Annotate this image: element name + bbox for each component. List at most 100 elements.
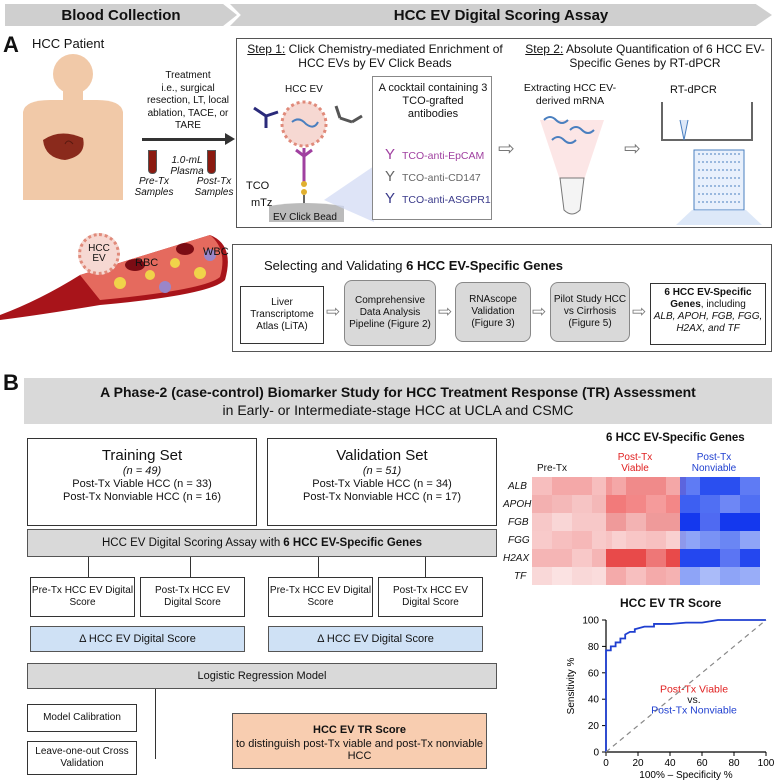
heatmap-gene-apoh: APOH xyxy=(503,499,532,510)
heatmap-gene-h2ax: H2AX xyxy=(503,553,530,564)
heatmap-cell xyxy=(606,513,626,531)
roc-x-tick-label: 40 xyxy=(664,758,676,769)
cocktail-box xyxy=(372,76,492,220)
heatmap-cell xyxy=(700,495,720,513)
heatmap-cell xyxy=(646,531,666,549)
heatmap-cell xyxy=(626,495,646,513)
ev-click-bead-label: EV Click Bead xyxy=(273,212,337,223)
tr-score-subtitle: to distinguish post-Tx viable and post-T… xyxy=(235,738,484,762)
roc-x-label: 100% – Specificity % xyxy=(639,770,732,780)
mtz-label: mTz xyxy=(251,197,273,209)
val-delta-label: Δ HCC EV Digital Score xyxy=(317,633,434,645)
heatmap-cell xyxy=(740,549,760,567)
assay-header: HCC EV Digital Scoring Assay xyxy=(230,4,772,26)
val-post-score-label: Post-Tx HCC EV Digital Score xyxy=(392,585,468,608)
flow-lita: Liver Transcriptome Atlas (LiTA) xyxy=(240,286,324,344)
flow-rnascope: RNAscope Validation (Figure 3) xyxy=(455,282,531,342)
roc-x-tick-label: 80 xyxy=(728,758,740,769)
training-nonviable: Post-Tx Nonviable HCC (n = 16) xyxy=(62,491,222,504)
hcc-ev-label: HCC EV xyxy=(285,84,323,95)
heatmap-grid xyxy=(532,477,760,585)
train-post-score: Post-Tx HCC EV Digital Score xyxy=(140,577,245,617)
patient-label: HCC Patient xyxy=(32,36,105,51)
step1-prefix: Step 1: xyxy=(247,42,286,56)
val-delta-score: Δ HCC EV Digital Score xyxy=(268,626,483,652)
tr-score-box: HCC EV TR Score to distinguish post-Tx v… xyxy=(232,713,487,769)
heatmap-cell xyxy=(532,567,552,585)
train-delta-score: Δ HCC EV Digital Score xyxy=(30,626,245,652)
train-pre-score: Pre-Tx HCC EV Digital Score xyxy=(30,577,135,617)
heatmap-cell xyxy=(646,513,666,531)
heatmap-cell xyxy=(532,513,552,531)
heatmap-cell xyxy=(532,549,552,567)
heatmap-cell xyxy=(680,549,700,567)
heatmap-cell xyxy=(532,477,552,495)
treatment-label: Treatment i.e., surgical resection, LT, … xyxy=(146,70,230,131)
heatmap-gene-fgg: FGG xyxy=(508,535,530,546)
step2-title: Step 2: Absolute Quantification of 6 HCC… xyxy=(518,42,772,71)
assay-bar: HCC EV Digital Scoring Assay with 6 HCC … xyxy=(27,529,497,557)
training-n: (n = 49) xyxy=(122,465,162,477)
rtdpcr-label: RT-dPCR xyxy=(670,84,717,96)
flow-genes-list: ALB, APOH, FGB, FGG, H2AX, and TF xyxy=(653,311,763,334)
wbc-label: WBC xyxy=(203,246,229,258)
treatment-arrow xyxy=(142,138,227,141)
connector-assay-left xyxy=(88,557,89,577)
heatmap-cell xyxy=(680,567,700,585)
training-viable: Post-Tx Viable HCC (n = 33) xyxy=(72,478,212,491)
logistic-label: Logistic Regression Model xyxy=(197,670,327,682)
step2-text: Absolute Quantification of 6 HCC EV-Spec… xyxy=(563,42,765,71)
step-arrow-1: ⇨ xyxy=(498,138,515,160)
flow-pilot-label: Pilot Study HCC vs Cirrhosis (Figure 5) xyxy=(553,294,627,329)
rbc-label: RBC xyxy=(135,257,159,269)
heatmap-cell xyxy=(626,531,646,549)
loocv-label: Leave-one-out Cross Validation xyxy=(35,746,129,769)
heatmap-cell xyxy=(572,549,592,567)
plasma-label: 1.0-mL Plasma xyxy=(170,155,204,177)
roc-y-tick-label: 100 xyxy=(582,616,599,627)
heatmap-gene-alb: ALB xyxy=(508,481,527,492)
roc-x-tick-label: 20 xyxy=(632,758,644,769)
assay-bar-b: 6 HCC EV-Specific Genes xyxy=(283,537,422,549)
model-calibration-box: Model Calibration xyxy=(27,704,137,732)
step-arrow-2: ⇨ xyxy=(624,138,641,160)
heatmap-cell xyxy=(552,495,572,513)
heatmap-cell xyxy=(552,513,572,531)
flow-genes: 6 HCC EV-Specific Genes, including ALB, … xyxy=(650,283,766,345)
connector-assay-right2 xyxy=(425,557,426,577)
heatmap-cell xyxy=(680,477,700,495)
validation-n: (n = 51) xyxy=(362,465,402,477)
treatment-arrowhead xyxy=(225,133,235,145)
roc-x-tick-label: 0 xyxy=(603,758,609,769)
heatmap-group-nonviable: Post-Tx Nonviable xyxy=(691,452,737,474)
antibody-epcam-label: TCO-anti-EpCAM xyxy=(402,150,485,162)
heatmap-cell xyxy=(606,567,626,585)
loocv-box: Leave-one-out Cross Validation xyxy=(27,741,137,775)
flow-genes-rest: , including xyxy=(700,299,746,310)
heatmap-cell xyxy=(552,549,572,567)
vessel-hcc-ev: HCC EV xyxy=(78,233,120,275)
train-post-score-label: Post-Tx HCC EV Digital Score xyxy=(154,585,230,608)
heatmap-cell xyxy=(532,495,552,513)
blood-vessel-illustration xyxy=(0,235,228,320)
heatmap-cell xyxy=(626,549,646,567)
roc-legend-nonviable: Post-Tx Nonviable xyxy=(651,705,737,717)
step1-text: Click Chemistry-mediated Enrichment of H… xyxy=(285,42,503,71)
post-tx-samples-label: Post-Tx Samples xyxy=(194,176,234,198)
heatmap-cell xyxy=(572,567,592,585)
pre-tx-samples-label: Pre-Tx Samples xyxy=(134,176,174,198)
heatmap-cell xyxy=(700,477,720,495)
heatmap-gene-tf: TF xyxy=(514,571,527,582)
heatmap-cell xyxy=(626,513,646,531)
flow-arrow-4: ⇨ xyxy=(632,302,647,321)
study-title: A Phase-2 (case-control) Biomarker Study… xyxy=(100,384,696,400)
heatmap-cell xyxy=(700,531,720,549)
heatmap-cell xyxy=(740,495,760,513)
heatmap-cell xyxy=(680,495,700,513)
pre-tx-tube xyxy=(148,150,157,174)
heatmap-cell xyxy=(740,477,760,495)
extract-label: Extracting HCC EV-derived mRNA xyxy=(523,82,617,107)
assay-header-label: HCC EV Digital Scoring Assay xyxy=(393,6,609,24)
training-set-box: Training Set (n = 49) Post-Tx Viable HCC… xyxy=(27,438,257,526)
